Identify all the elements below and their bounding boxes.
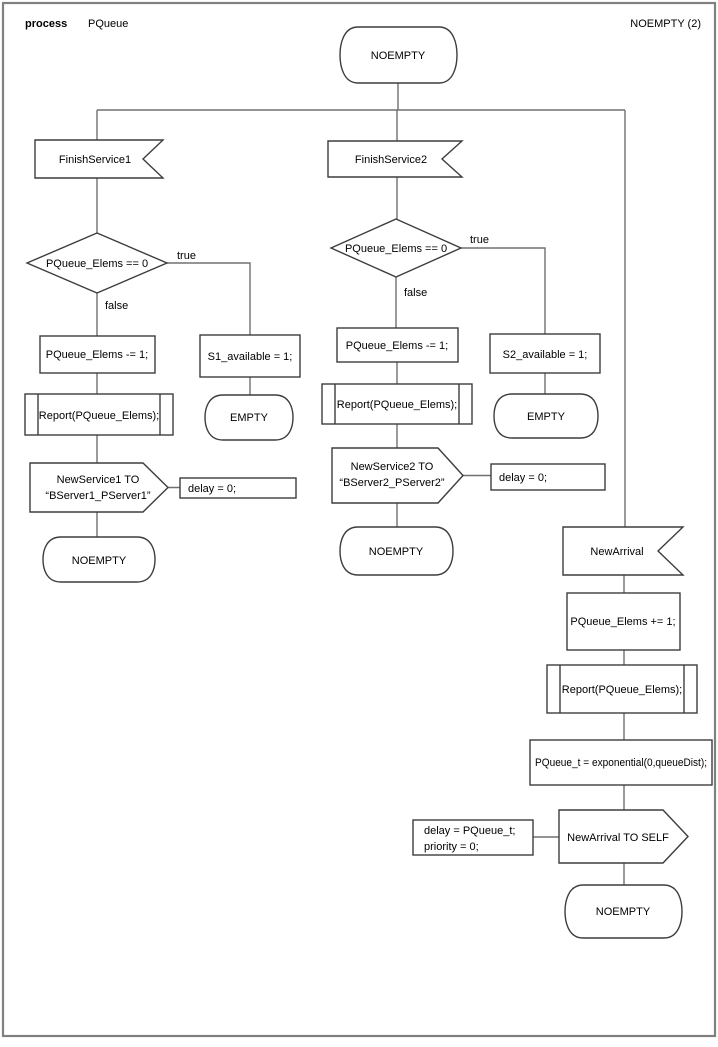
connector-main — [96, 83, 626, 527]
page-title: NOEMPTY (2) — [630, 18, 701, 30]
state-label: NOEMPTY — [371, 50, 426, 62]
state-shape — [493, 393, 599, 439]
state-shape — [42, 536, 156, 583]
decision-label: PQueue_Elems == 0 — [46, 258, 148, 270]
task-decrement-branch1: PQueue_Elems -= 1; — [39, 335, 156, 374]
procedure-shape — [321, 383, 473, 425]
input-signal-shape — [562, 526, 685, 576]
task-shape — [39, 335, 156, 374]
send-newservice2: NewService2 TO “BServer2_PServer2” — [331, 447, 464, 504]
send-label-line2: “BServer2_PServer2” — [339, 477, 444, 489]
procedure-label: Report(PQueue_Elems); — [39, 410, 159, 422]
state-shape — [339, 26, 458, 84]
state-label: EMPTY — [230, 412, 269, 424]
state-empty-branch1: EMPTY — [204, 394, 294, 441]
false-label-branch1: false — [105, 300, 128, 312]
send-label-line1: NewService2 TO — [351, 461, 434, 473]
connector-branch2 — [395, 177, 546, 527]
task-shape — [529, 739, 713, 786]
input-finishservice2: FinishService2 — [327, 140, 464, 178]
connector-branch3 — [533, 575, 625, 885]
decision-shape — [329, 218, 463, 278]
decision-label: PQueue_Elems == 0 — [345, 243, 447, 255]
comment-shape — [412, 819, 534, 856]
task-label: S2_available = 1; — [503, 349, 588, 361]
send-label: NewArrival TO SELF — [567, 832, 669, 844]
false-label-branch2: false — [404, 287, 427, 299]
comment-delay-branch1: delay = 0; — [179, 477, 297, 499]
decision-shape — [25, 232, 169, 294]
state-label: NOEMPTY — [596, 906, 651, 918]
send-label-line1: NewService1 TO — [57, 474, 140, 486]
send-label-line2: “BServer1_PServer1” — [45, 490, 150, 502]
state-noempty-branch1: NOEMPTY — [42, 536, 156, 583]
task-shape — [489, 333, 601, 374]
comment-delay-priority: delay = PQueue_t; priority = 0; — [412, 819, 534, 856]
state-label: NOEMPTY — [72, 555, 127, 567]
task-shape — [566, 592, 681, 651]
input-signal-label: FinishService2 — [355, 154, 427, 166]
state-shape — [204, 394, 294, 441]
process-keyword: process — [25, 18, 67, 30]
comment-shape — [490, 463, 606, 491]
comment-delay-branch2: delay = 0; — [490, 463, 606, 491]
state-shape — [339, 526, 454, 576]
comment-label-line2: priority = 0; — [424, 841, 479, 853]
input-signal-shape — [327, 140, 464, 178]
task-label: PQueue_Elems -= 1; — [346, 340, 448, 352]
input-finishservice1: FinishService1 — [34, 139, 165, 179]
state-noempty-branch2: NOEMPTY — [339, 526, 454, 576]
comment-label-line1: delay = PQueue_t; — [424, 825, 515, 837]
connectors — [96, 83, 626, 885]
send-newarrival-self: NewArrival TO SELF — [558, 809, 689, 864]
input-signal-label: NewArrival — [590, 546, 643, 558]
task-label: PQueue_Elems += 1; — [570, 616, 675, 628]
input-newarrival: NewArrival — [562, 526, 685, 576]
process-name: PQueue — [88, 18, 128, 30]
task-label: S1_available = 1; — [208, 351, 293, 363]
state-empty-branch2: EMPTY — [493, 393, 599, 439]
task-increment: PQueue_Elems += 1; — [566, 592, 681, 651]
procedure-shape — [24, 393, 174, 436]
task-shape — [336, 327, 459, 363]
true-label-branch1: true — [177, 250, 196, 262]
input-signal-label: FinishService1 — [59, 154, 131, 166]
task-label: PQueue_t = exponential(0,queueDist); — [535, 757, 707, 769]
task-label: PQueue_Elems -= 1; — [46, 349, 148, 361]
procedure-report-branch2: Report(PQueue_Elems); — [321, 383, 473, 425]
procedure-shape — [546, 664, 698, 714]
decision-branch1: PQueue_Elems == 0 — [25, 232, 169, 294]
task-shape — [199, 334, 301, 378]
state-shape — [564, 884, 683, 939]
true-label-branch2: true — [470, 234, 489, 246]
task-s2-available: S2_available = 1; — [489, 333, 601, 374]
task-sample-interarrival: PQueue_t = exponential(0,queueDist); — [529, 739, 713, 786]
state-start-noempty: NOEMPTY — [339, 26, 458, 84]
procedure-label: Report(PQueue_Elems); — [562, 684, 682, 696]
send-newservice1: NewService1 TO “BServer1_PServer1” — [29, 462, 170, 513]
comment-label: delay = 0; — [499, 472, 547, 484]
send-signal-shape — [558, 809, 689, 864]
decision-branch2: PQueue_Elems == 0 — [329, 218, 463, 278]
connector-branch1 — [96, 178, 251, 537]
state-label: EMPTY — [527, 411, 566, 423]
task-decrement-branch2: PQueue_Elems -= 1; — [336, 327, 459, 363]
procedure-report-branch1: Report(PQueue_Elems); — [24, 393, 174, 436]
input-signal-shape — [34, 139, 165, 179]
comment-shape — [179, 477, 297, 499]
send-signal-shape — [29, 462, 170, 513]
send-signal-shape — [331, 447, 464, 504]
procedure-report-branch3: Report(PQueue_Elems); — [546, 664, 698, 714]
state-noempty-branch3: NOEMPTY — [564, 884, 683, 939]
task-s1-available: S1_available = 1; — [199, 334, 301, 378]
state-label: NOEMPTY — [369, 546, 424, 558]
comment-label: delay = 0; — [188, 483, 236, 495]
procedure-label: Report(PQueue_Elems); — [337, 399, 457, 411]
